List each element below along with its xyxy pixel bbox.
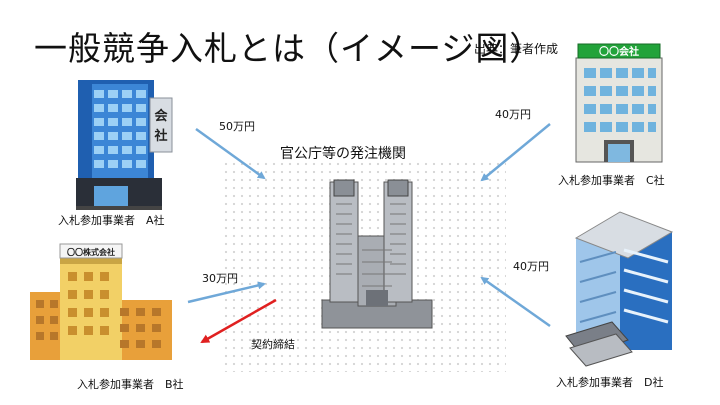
contract-arrow bbox=[200, 298, 277, 344]
bid-arrow-c bbox=[480, 123, 551, 182]
building-d-icon bbox=[565, 211, 674, 367]
bidder-d-label: 入札参加事業者 D社 bbox=[556, 376, 664, 389]
building-b-sign: 〇〇株式会社 bbox=[67, 247, 115, 257]
price-c: 40万円 bbox=[495, 108, 531, 121]
price-a: 50万円 bbox=[219, 120, 255, 133]
building-c-icon bbox=[575, 43, 663, 163]
price-b: 30万円 bbox=[202, 272, 238, 285]
bidder-b-label: 入札参加事業者 B社 bbox=[77, 378, 184, 391]
bid-arrow-b bbox=[187, 281, 266, 304]
bidder-c-label: 入札参加事業者 C社 bbox=[558, 174, 665, 187]
government-building-icon bbox=[321, 179, 433, 329]
bidder-a-label: 入札参加事業者 A社 bbox=[58, 214, 165, 227]
bid-arrow-d bbox=[480, 276, 551, 328]
building-a-sign-bottom: 社 bbox=[153, 128, 167, 144]
source-note: 出典：筆者作成 bbox=[474, 42, 559, 56]
agency-label: 官公庁等の発注機関 bbox=[280, 146, 406, 162]
price-d: 40万円 bbox=[513, 260, 549, 273]
bid-arrow-a bbox=[195, 127, 266, 180]
contract-label: 契約締結 bbox=[251, 338, 295, 351]
building-b-icon bbox=[30, 243, 172, 360]
slide-title: 一般競争入札とは（イメージ図） bbox=[34, 29, 544, 68]
building-a-icon bbox=[76, 80, 173, 210]
building-a-sign-top: 会 bbox=[154, 108, 168, 124]
building-c-sign: 〇〇会社 bbox=[599, 45, 639, 58]
